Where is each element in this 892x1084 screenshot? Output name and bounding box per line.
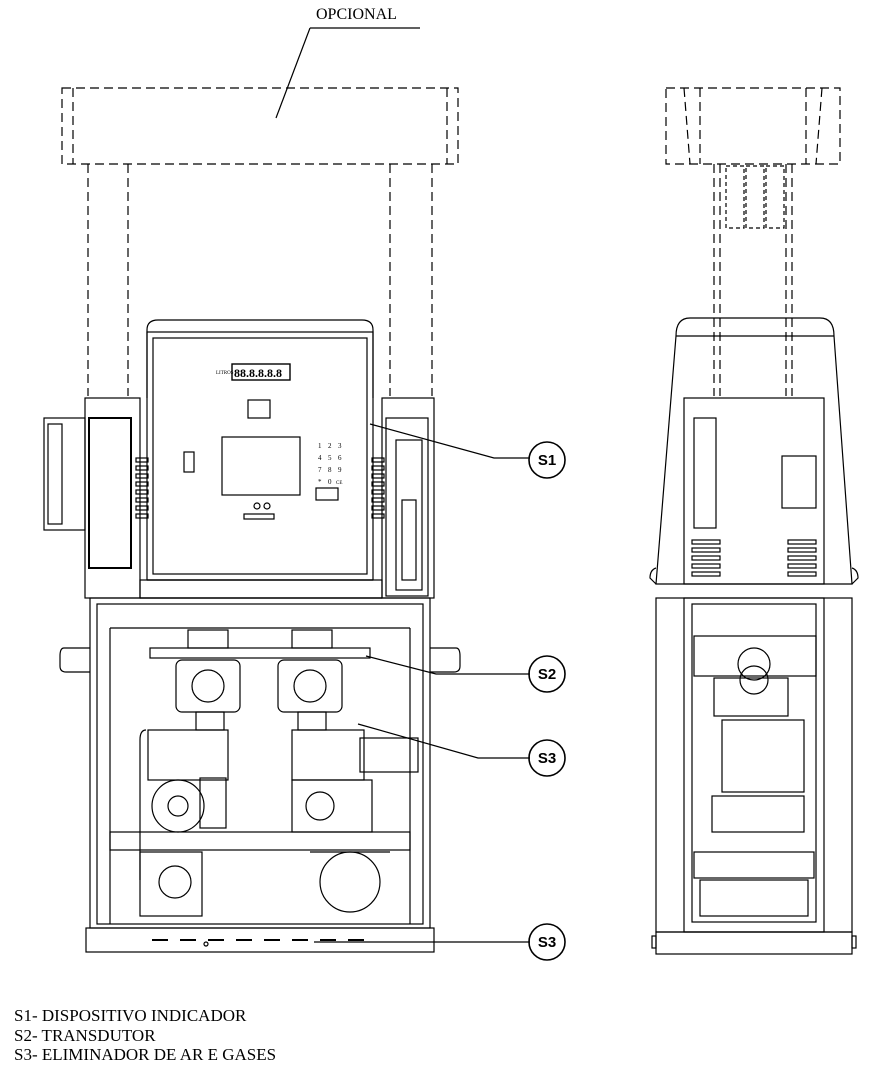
legend-item-s3: S3- ELIMINADOR DE AR E GASES [14,1045,277,1064]
side-louvers [691,539,817,577]
key-ce: CE [336,481,342,486]
legend-item-s2: S2- TRANSDUTOR [14,1025,156,1045]
callout-s2-label: S2 [538,666,556,683]
key-7: 7 [318,466,322,474]
key-star: * [318,478,322,486]
right-louvers [371,457,385,519]
optional-canopy-side [665,87,841,396]
pump-side-view [649,87,859,955]
callout-leaders [314,423,530,943]
key-9: 9 [338,466,342,474]
key-8: 8 [328,466,332,474]
key-2: 2 [328,442,332,450]
callout-s1-label: S1 [538,452,556,469]
callout-s1-circle [528,441,566,479]
key-6: 6 [338,454,342,462]
callout-s2-circle [528,655,566,693]
opcional-leader [275,27,420,119]
display-brand: LITROS [216,371,234,376]
display-readout: 88.8.8.8.8 [234,366,282,380]
title-label: OPCIONAL [316,6,397,23]
left-louvers [135,457,149,519]
keypad: 1 2 3 4 5 6 7 8 9 * 0 CE [318,442,342,486]
callout-s3-circle [528,739,566,777]
key-3: 3 [338,442,342,450]
key-1: 1 [318,442,322,450]
optional-canopy-front [61,87,459,396]
key-0: 0 [328,478,332,486]
callout-s3-label: S3 [538,750,556,767]
key-5: 5 [328,454,332,462]
legend-item-s1: S1- DISPOSITIVO INDICADOR [14,1006,247,1025]
canopy-vents [725,165,785,229]
callout-s3b-circle [528,923,566,961]
pump-front-view [43,319,461,953]
legend: S1- DISPOSITIVO INDICADOR S2- TRANSDUTOR… [14,1006,276,1065]
key-4: 4 [318,454,322,462]
callout-s3b-label: S3 [538,934,556,951]
